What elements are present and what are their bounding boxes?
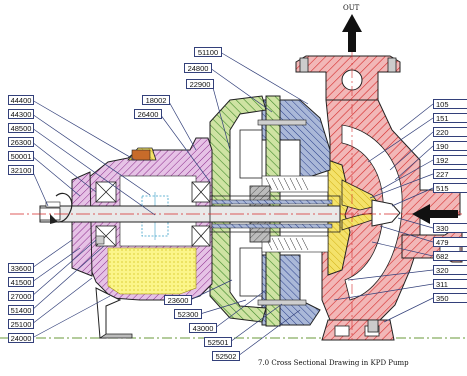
part-label: 52502 bbox=[212, 351, 240, 361]
leader-lines bbox=[31, 51, 434, 357]
rotation-arrow bbox=[50, 192, 73, 224]
part-label: 50001 bbox=[8, 151, 34, 161]
part-label: 51400 bbox=[8, 305, 34, 315]
part-label: 320 bbox=[433, 265, 467, 275]
part-label: 51100 bbox=[194, 47, 222, 57]
part-label: 479 bbox=[433, 237, 467, 247]
part-label: 44400 bbox=[8, 95, 34, 105]
part-label: 105 bbox=[433, 99, 467, 109]
part-label: 43000 bbox=[189, 323, 217, 333]
part-label: 190 bbox=[433, 141, 467, 151]
part-label: 330 bbox=[433, 223, 467, 233]
part-label: 32100 bbox=[8, 165, 34, 175]
part-label: 48500 bbox=[8, 123, 34, 133]
part-label: 52501 bbox=[204, 337, 232, 347]
part-label: 192 bbox=[433, 155, 467, 165]
figure-caption: 7.0 Cross Sectional Drawing in KPD Pump bbox=[258, 359, 409, 367]
part-label: 515 bbox=[433, 183, 467, 193]
part-label: 151 bbox=[433, 113, 467, 123]
inlet-arrow-icon bbox=[412, 204, 458, 224]
part-label: 24000 bbox=[8, 333, 34, 343]
part-label: 22900 bbox=[186, 79, 214, 89]
part-label: 220 bbox=[433, 127, 467, 137]
part-label: 33600 bbox=[8, 263, 34, 273]
part-label: 52300 bbox=[174, 309, 202, 319]
part-label: 26400 bbox=[134, 109, 162, 119]
part-label: 18002 bbox=[142, 95, 170, 105]
outlet-arrow-icon bbox=[342, 14, 362, 52]
part-label: 41500 bbox=[8, 277, 34, 287]
part-label: 25100 bbox=[8, 319, 34, 329]
part-label: 350 bbox=[433, 293, 467, 303]
part-label: 227 bbox=[433, 169, 467, 179]
part-label: 23600 bbox=[164, 295, 192, 305]
part-label: 682 bbox=[433, 251, 467, 261]
part-label: 44300 bbox=[8, 109, 34, 119]
outlet-label: OUT bbox=[343, 4, 360, 12]
part-label: 311 bbox=[433, 279, 467, 289]
part-label: 26300 bbox=[8, 137, 34, 147]
part-label: 27000 bbox=[8, 291, 34, 301]
bearing-housing bbox=[71, 137, 213, 339]
part-label: 24800 bbox=[184, 63, 212, 73]
